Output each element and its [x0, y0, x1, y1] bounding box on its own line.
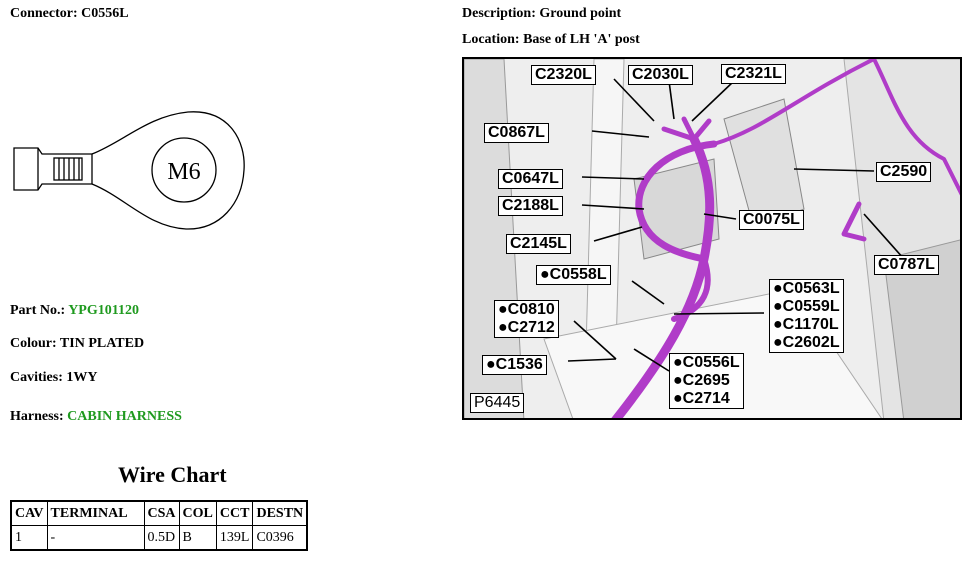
connector-label: Connector: C0556L	[10, 6, 129, 21]
cavities-label: Cavities: 1WY	[10, 370, 98, 385]
wire-chart-table: CAV TERMINAL CSA COL CCT DESTN 1 - 0.5D …	[10, 500, 309, 551]
callout-c0558l: ●C0558L	[536, 265, 611, 285]
colour-label: Colour: TIN PLATED	[10, 336, 145, 351]
location-photo: C2320L C2030L C2321L C0867L C2590 C0647L…	[462, 57, 962, 420]
table-cell: B	[178, 525, 217, 551]
col-header: DESTN	[252, 500, 308, 526]
callout-c2320l: C2320L	[531, 65, 596, 85]
table-cell[interactable]: C0396	[252, 525, 308, 551]
wire-chart-title: Wire Chart	[118, 462, 227, 487]
location-value: Base of LH 'A' post	[523, 32, 640, 47]
callout-c2321l: C2321L	[721, 64, 786, 84]
photo-reference-label: P6445	[470, 393, 525, 413]
cavities-value: 1WY	[66, 370, 98, 385]
harness-link[interactable]: CABIN HARNESS	[67, 409, 182, 424]
callout-c0787l: C0787L	[874, 255, 939, 275]
col-header: CSA	[143, 500, 180, 526]
col-header: COL	[178, 500, 217, 526]
callout-c2188l: C2188L	[498, 196, 563, 216]
stud-size-text: M6	[167, 159, 200, 185]
table-cell: -	[46, 525, 145, 551]
callout-c2030l: C2030L	[628, 65, 693, 85]
table-cell: 1	[10, 525, 48, 551]
ring-terminal-diagram: M6	[13, 111, 245, 230]
col-header: CCT	[215, 500, 254, 526]
callout-c2590: C2590	[876, 162, 932, 182]
colour-value: TIN PLATED	[59, 336, 145, 351]
callout-c1536: ●C1536	[482, 355, 547, 375]
callout-c0867l: C0867L	[484, 123, 549, 143]
description-label: Description: Ground point	[462, 6, 622, 21]
callout-c2145l: C2145L	[506, 234, 571, 254]
callout-c0647l: C0647L	[498, 169, 563, 189]
part-no-link[interactable]: YPG101120	[68, 303, 139, 318]
table-cell: 0.5D	[143, 525, 180, 551]
callout-c0810-group: ●C0810 ●C2712	[494, 300, 559, 338]
harness-label: Harness: CABIN HARNESS	[10, 409, 182, 424]
wire-chart-header-row: CAV TERMINAL CSA COL CCT DESTN	[10, 500, 308, 526]
part-no-label: Part No.: YPG101120	[10, 303, 139, 318]
table-row: 1 - 0.5D B 139L C0396	[10, 525, 308, 551]
col-header: TERMINAL	[46, 500, 145, 526]
table-cell[interactable]: 139L	[215, 525, 254, 551]
location-label: Location: Base of LH 'A' post	[462, 32, 640, 47]
callout-c0563l-group: ●C0563L ●C0559L ●C1170L ●C2602L	[769, 279, 844, 353]
connector-value: C0556L	[81, 6, 129, 21]
description-value: Ground point	[539, 6, 622, 21]
callout-c0556l-group: ●C0556L ●C2695 ●C2714	[669, 353, 744, 409]
callout-c0075l: C0075L	[739, 210, 804, 230]
col-header: CAV	[10, 500, 48, 526]
